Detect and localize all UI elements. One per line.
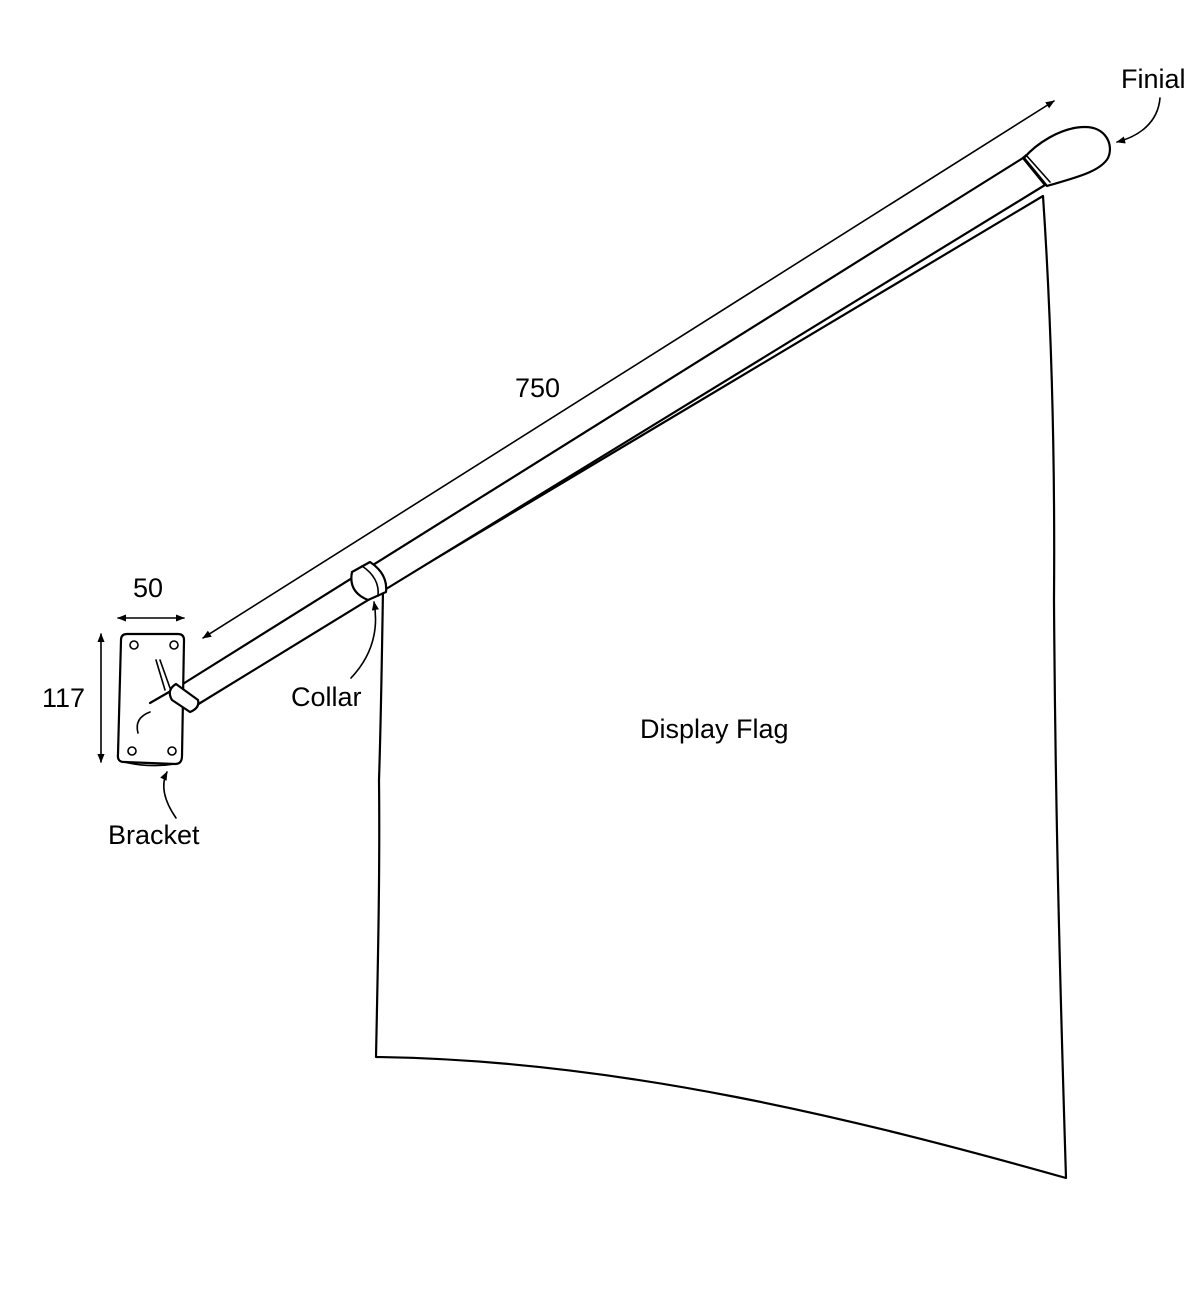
collar-label: Collar (291, 682, 362, 712)
pole-base (168, 682, 200, 714)
display-flag (374, 194, 1068, 1180)
bracket-leader (160, 771, 177, 819)
bracket-label: Bracket (108, 820, 200, 850)
width-dimension-label: 50 (133, 573, 163, 603)
length-dimension-arrow (202, 100, 1055, 639)
finial-leader (1116, 97, 1161, 144)
length-dimension-label: 750 (515, 373, 560, 403)
bracket (116, 632, 186, 767)
finial-label: Finial (1121, 64, 1186, 94)
flag-label: Display Flag (640, 714, 789, 744)
collar-leader (350, 601, 379, 679)
height-dimension-label: 117 (42, 683, 85, 713)
